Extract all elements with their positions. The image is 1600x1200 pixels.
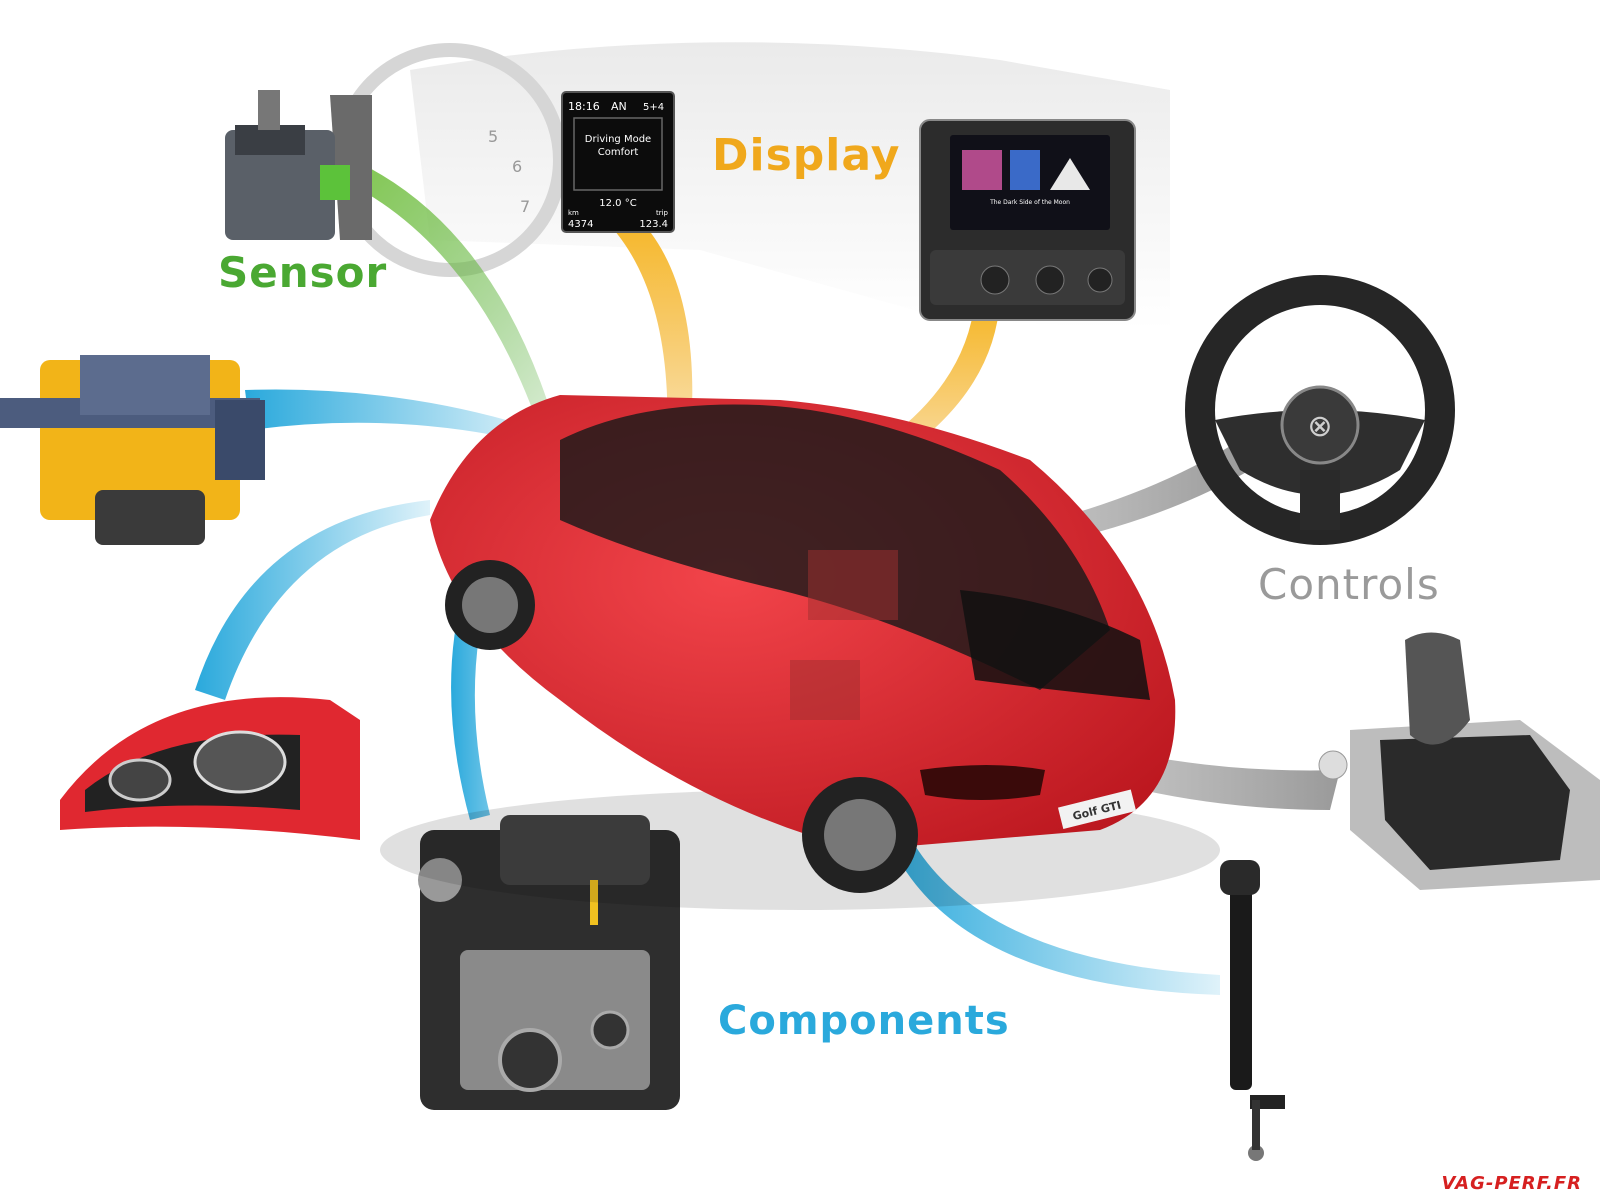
instrument-cluster-display: 18:16 AN 5+4 Driving Mode Comfort 12.0 °… bbox=[561, 91, 675, 233]
cluster-temperature: 12.0 °C bbox=[599, 198, 636, 209]
steering-wheel: ⊗ bbox=[1185, 275, 1455, 545]
shock-absorber bbox=[1220, 860, 1285, 1161]
controls-ribbon-shifter bbox=[750, 580, 1340, 810]
label-controls: Controls bbox=[1258, 560, 1440, 609]
components-ribbon-shock bbox=[875, 790, 1220, 995]
infotainment-unit: The Dark Side of the Moon bbox=[919, 119, 1136, 321]
watermark: VAG-PERF.FR bbox=[1441, 1173, 1582, 1194]
cluster-time: 18:16 bbox=[568, 100, 600, 113]
cluster-mode-line2: Comfort bbox=[598, 147, 639, 158]
cluster-km-label: km bbox=[568, 209, 579, 217]
dial-number-7: 7 bbox=[520, 197, 530, 216]
gear-shifter bbox=[1318, 632, 1600, 890]
components-ribbon-headlight bbox=[195, 500, 430, 700]
components-ribbon-gearbox bbox=[245, 389, 540, 445]
label-components: Components bbox=[718, 998, 1010, 1044]
cluster-gear: AN bbox=[611, 100, 627, 113]
cluster-mode-line1: Driving Mode bbox=[585, 134, 651, 145]
dial-number-5: 5 bbox=[488, 127, 498, 146]
sensor-module bbox=[225, 90, 372, 240]
infotainment-song: The Dark Side of the Moon bbox=[989, 199, 1070, 206]
car-golf-gti: Golf GTI bbox=[380, 395, 1220, 910]
svg-text:⊗: ⊗ bbox=[1307, 409, 1332, 444]
engine bbox=[418, 815, 680, 1110]
gearbox-cutaway bbox=[0, 355, 265, 545]
cluster-trip-value: 123.4 bbox=[639, 219, 668, 230]
cluster-km-value: 4374 bbox=[568, 219, 593, 230]
cluster-trip-label: trip bbox=[656, 209, 669, 217]
label-sensor: Sensor bbox=[218, 248, 388, 297]
cluster-gear-right: 5+4 bbox=[643, 102, 664, 113]
label-display: Display bbox=[712, 130, 901, 181]
dial-number-6: 6 bbox=[512, 157, 522, 176]
headlight bbox=[60, 697, 360, 840]
